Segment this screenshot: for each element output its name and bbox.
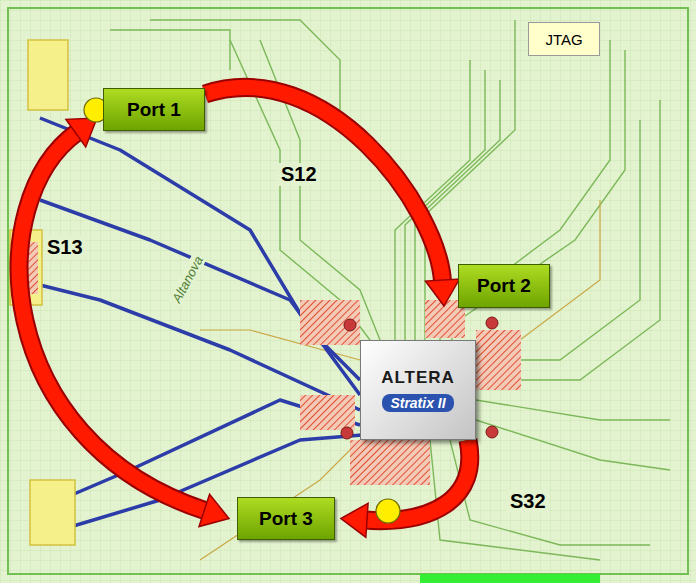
measurement-arrow (205, 87, 459, 306)
s-parameter-label: S13 (44, 236, 86, 259)
arrow-head (66, 118, 97, 147)
port-box: Port 3 (237, 497, 335, 540)
solder-pad (300, 395, 355, 430)
probe-dot (376, 499, 400, 523)
solder-pad (476, 330, 521, 390)
trace (40, 285, 360, 410)
arrow-head (425, 279, 459, 306)
node-title: Port 1 (127, 99, 181, 121)
measurement-arrow (19, 118, 229, 526)
trace (476, 400, 670, 420)
connector-footprint (28, 40, 68, 110)
measurement-arrow (341, 440, 470, 537)
solder-pad (350, 440, 430, 485)
solder-pad (300, 300, 360, 345)
arrow-body (205, 87, 443, 282)
s-parameter-label: S12 (278, 163, 320, 186)
node-title: Port 3 (259, 508, 313, 530)
arrow-head (341, 503, 368, 537)
node-subtitle: Stratix II (382, 394, 453, 412)
trace (440, 40, 610, 340)
trace (476, 120, 640, 360)
vias (341, 317, 498, 439)
arrow-outline (19, 132, 206, 511)
trace (476, 420, 670, 470)
trace (200, 440, 360, 560)
s-parameter-label: S32 (507, 490, 549, 513)
transmission-lines (40, 118, 362, 530)
node-title: JTAG (545, 31, 582, 48)
trace (40, 118, 360, 380)
via (486, 426, 498, 438)
node-title: ALTERA (381, 368, 455, 388)
arrow-body (19, 132, 206, 511)
signal-traces (200, 200, 600, 560)
trace (450, 440, 650, 545)
port-box: Port 1 (103, 88, 205, 131)
via (341, 427, 353, 439)
board-outline (8, 8, 688, 574)
port-box: Port 2 (458, 264, 550, 308)
arrow-outline (205, 87, 443, 282)
trace (110, 30, 230, 70)
arrow-head (199, 494, 229, 526)
board-silkscreen: Altanova (168, 252, 207, 307)
node-title: Port 2 (477, 275, 531, 297)
via (486, 317, 498, 329)
fpga-chip: ALTERA Stratix II (360, 340, 476, 440)
edge-strip (420, 574, 600, 583)
trace (452, 50, 625, 340)
connector-footprint (30, 480, 75, 545)
via (344, 319, 356, 331)
header-box: JTAG (528, 22, 600, 56)
